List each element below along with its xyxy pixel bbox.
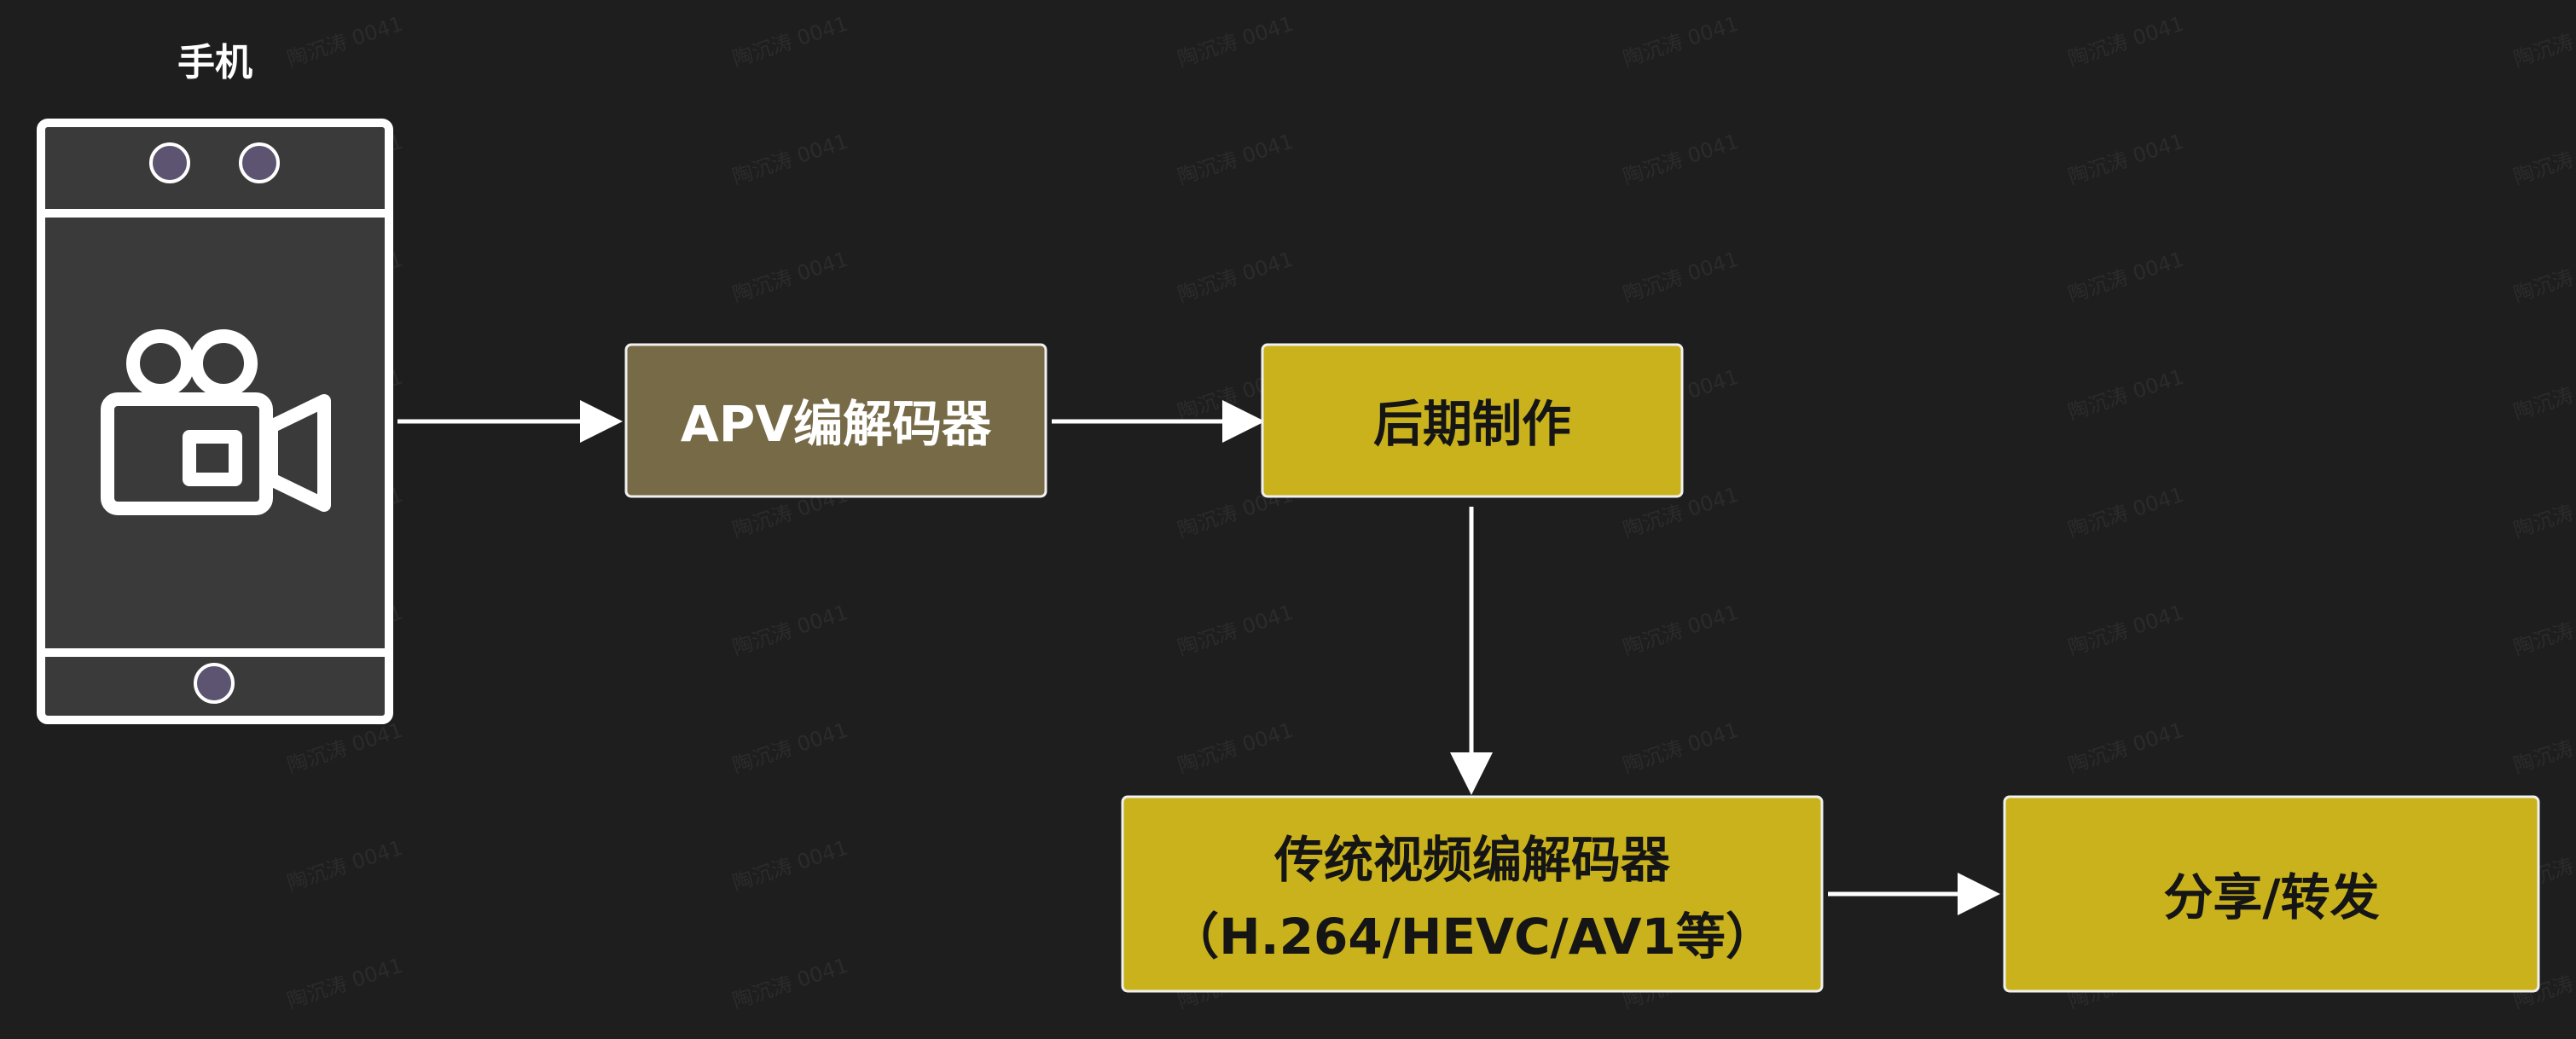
home-button — [194, 663, 235, 704]
watermark-text: 陶沉涛 0041 — [1175, 601, 1296, 660]
watermark-text: 陶沉涛 0041 — [729, 130, 850, 189]
watermark-text: 陶沉涛 0041 — [1175, 130, 1296, 189]
watermark-text: 陶沉涛 0041 — [2065, 12, 2186, 72]
front-camera-dot-left — [149, 142, 190, 183]
video-camera-icon — [101, 329, 331, 515]
front-camera-dot-right — [239, 142, 280, 183]
apv-codec-label: APV编解码器 — [681, 395, 992, 453]
watermark-text: 陶沉涛 0041 — [1620, 130, 1741, 189]
traditional-codec-node: 传统视频编解码器 （H.264/HEVC/AV1等） — [1121, 795, 1824, 993]
phone-label: 手机 — [177, 41, 252, 84]
watermark-text: 陶沉涛 0041 — [1620, 601, 1741, 660]
watermark-text: 陶沉涛 0041 — [284, 718, 405, 778]
watermark-text: 陶沉涛 0041 — [2065, 601, 2186, 660]
watermark-text: 陶沉涛 0041 — [2065, 718, 2186, 778]
watermark-text: 陶沉涛 0041 — [2065, 247, 2186, 307]
watermark-text: 陶沉涛 0041 — [729, 12, 850, 72]
watermark-text: 陶沉涛 0041 — [2510, 12, 2576, 72]
watermark-text: 陶沉涛 0041 — [2065, 365, 2186, 425]
watermark-text: 陶沉涛 0041 — [1175, 12, 1296, 72]
watermark-text: 陶沉涛 0041 — [2510, 718, 2576, 778]
post-production-label: 后期制作 — [1373, 395, 1571, 453]
share-node: 分享/转发 — [2003, 795, 2540, 993]
traditional-codec-label-line1: 传统视频编解码器 — [1273, 831, 1671, 889]
phone-body — [37, 119, 393, 724]
watermark-text: 陶沉涛 0041 — [2065, 130, 2186, 189]
post-production-node: 后期制作 — [1261, 343, 1684, 498]
watermark-text: 陶沉涛 0041 — [2510, 601, 2576, 660]
watermark-text: 陶沉涛 0041 — [2510, 483, 2576, 543]
watermark-text: 陶沉涛 0041 — [1620, 247, 1741, 307]
watermark-text: 陶沉涛 0041 — [729, 247, 850, 307]
watermark-text: 陶沉涛 0041 — [284, 12, 405, 72]
watermark-text: 陶沉涛 0041 — [284, 836, 405, 896]
watermark-text: 陶沉涛 0041 — [729, 954, 850, 1013]
phone-device — [37, 119, 393, 724]
watermark-text: 陶沉涛 0041 — [1620, 718, 1741, 778]
watermark-text: 陶沉涛 0041 — [1175, 247, 1296, 307]
watermark-text: 陶沉涛 0041 — [729, 836, 850, 896]
watermark-text: 陶沉涛 0041 — [2510, 130, 2576, 189]
watermark-text: 陶沉涛 0041 — [729, 718, 850, 778]
watermark-text: 陶沉涛 0041 — [284, 954, 405, 1013]
watermark-text: 陶沉涛 0041 — [1175, 718, 1296, 778]
share-label: 分享/转发 — [2163, 868, 2379, 926]
watermark-text: 陶沉涛 0041 — [2510, 365, 2576, 425]
watermark-text: 陶沉涛 0041 — [2065, 483, 2186, 543]
apv-codec-node: APV编解码器 — [624, 343, 1047, 498]
watermark-text: 陶沉涛 0041 — [1620, 12, 1741, 72]
watermark-text: 陶沉涛 0041 — [729, 601, 850, 660]
watermark-text: 陶沉涛 0041 — [2510, 247, 2576, 307]
traditional-codec-label-line2: （H.264/HEVC/AV1等） — [1169, 908, 1775, 966]
